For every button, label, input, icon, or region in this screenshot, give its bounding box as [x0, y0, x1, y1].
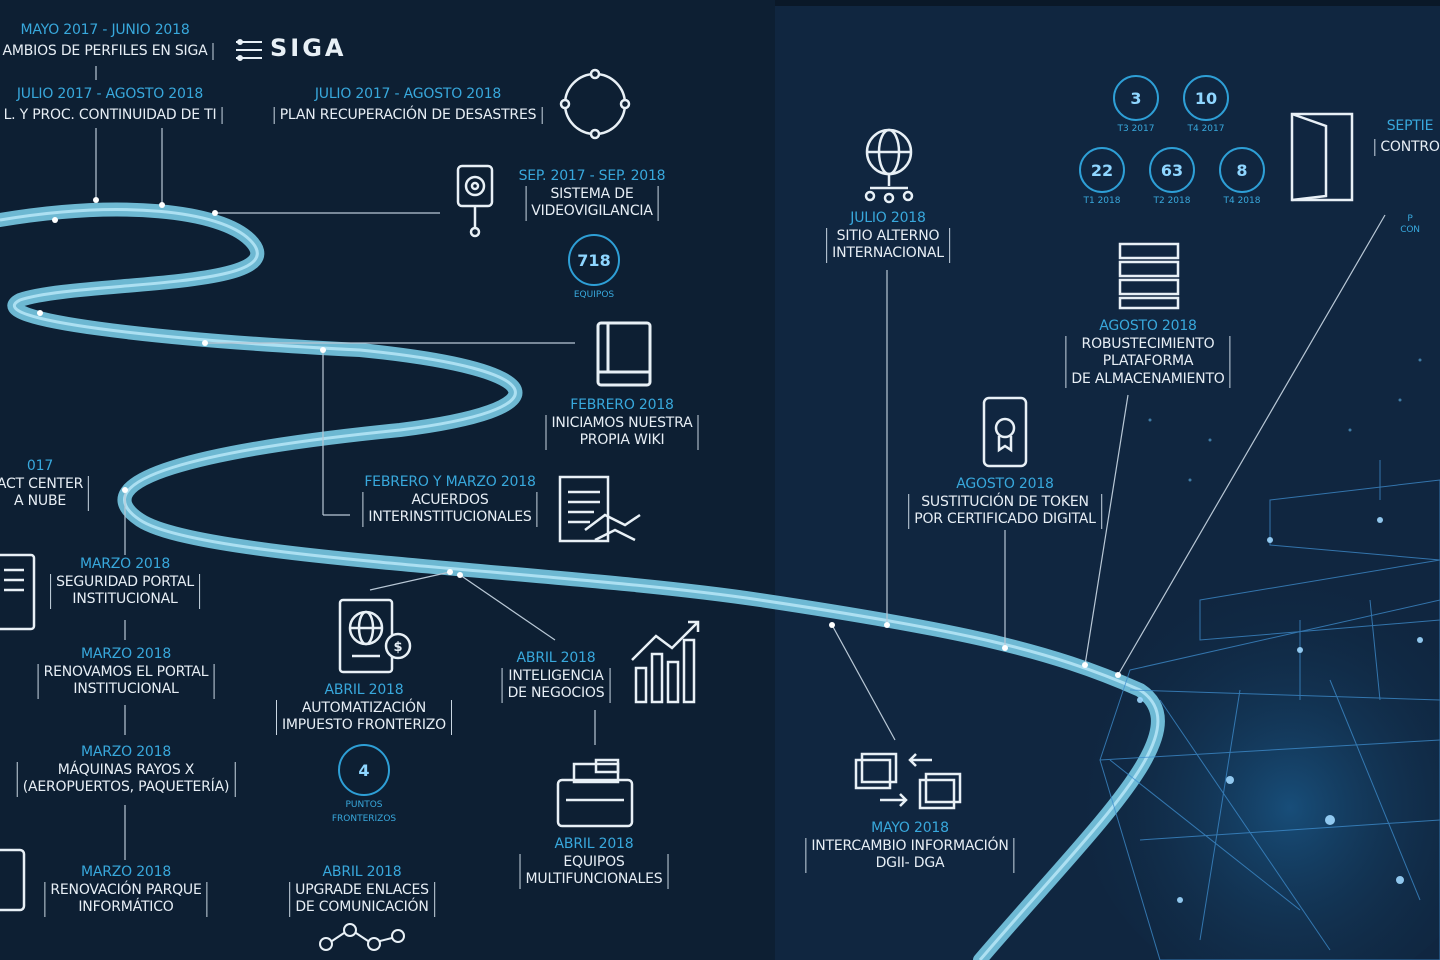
milestone-control-partial: SEPTIE CONTRO P CON: [1374, 118, 1440, 237]
badge-t1-2018-label: T1 2018: [1083, 196, 1121, 206]
milestone-rayos-x: MARZO 2018 MÁQUINAS RAYOS X(AEROPUERTOS,…: [16, 744, 236, 797]
badge-t1-2018: 22: [1079, 147, 1125, 193]
phone-certificate-icon: [982, 396, 1028, 468]
badge-t4-2017: 10: [1183, 75, 1229, 121]
book-icon: [596, 321, 652, 387]
svg-text:$: $: [393, 640, 402, 655]
badge-t4-2017-label: T4 2017: [1187, 124, 1225, 134]
siga-icon: [236, 39, 262, 61]
tablet-icon: [0, 848, 26, 912]
badge-puntos-label1: PUNTOS: [345, 800, 383, 810]
document-handshake-icon: [558, 475, 641, 543]
ship-network: [1099, 460, 1440, 960]
camera-icon: [456, 164, 494, 238]
server-icon: [1118, 242, 1180, 310]
network-nodes-icon: [319, 923, 405, 951]
ship-glow: [1070, 520, 1440, 960]
growth-chart-icon: [631, 620, 700, 704]
badge-puntos: 4: [338, 744, 390, 796]
badge-puntos-label2: FRONTERIZOS: [331, 814, 397, 824]
badge-t3-2017: 3: [1113, 75, 1159, 121]
cycle-icon: [559, 68, 631, 140]
badge-t2-2018-label: T2 2018: [1153, 196, 1191, 206]
badge-equipos-label: EQUIPOS: [573, 290, 615, 300]
milestone-cambios-perfiles: MAYO 2017 - JUNIO 2018 AMBIOS DE PERFILE…: [0, 22, 214, 60]
folders-exchange-icon: [854, 752, 962, 810]
door-icon: [1290, 112, 1354, 202]
badge-t4-2018: 8: [1219, 147, 1265, 193]
monitor-icon: [0, 553, 36, 631]
globe-network-icon: [864, 128, 914, 204]
milestone-continuidad-ti: JULIO 2017 - AGOSTO 2018 L. Y PROC. CONT…: [0, 86, 223, 124]
badge-equipos: 718: [568, 234, 620, 286]
siga-logo: SIGA: [270, 34, 347, 62]
passport-globe-icon: [338, 598, 412, 674]
milestone-recuperacion-desastres: JULIO 2017 - AGOSTO 2018 PLAN RECUPERACI…: [273, 86, 543, 124]
printer-icon: [556, 758, 634, 828]
badge-t2-2018: 63: [1149, 147, 1195, 193]
badge-t3-2017-label: T3 2017: [1117, 124, 1155, 134]
badge-t4-2018-label: T4 2018: [1223, 196, 1261, 206]
